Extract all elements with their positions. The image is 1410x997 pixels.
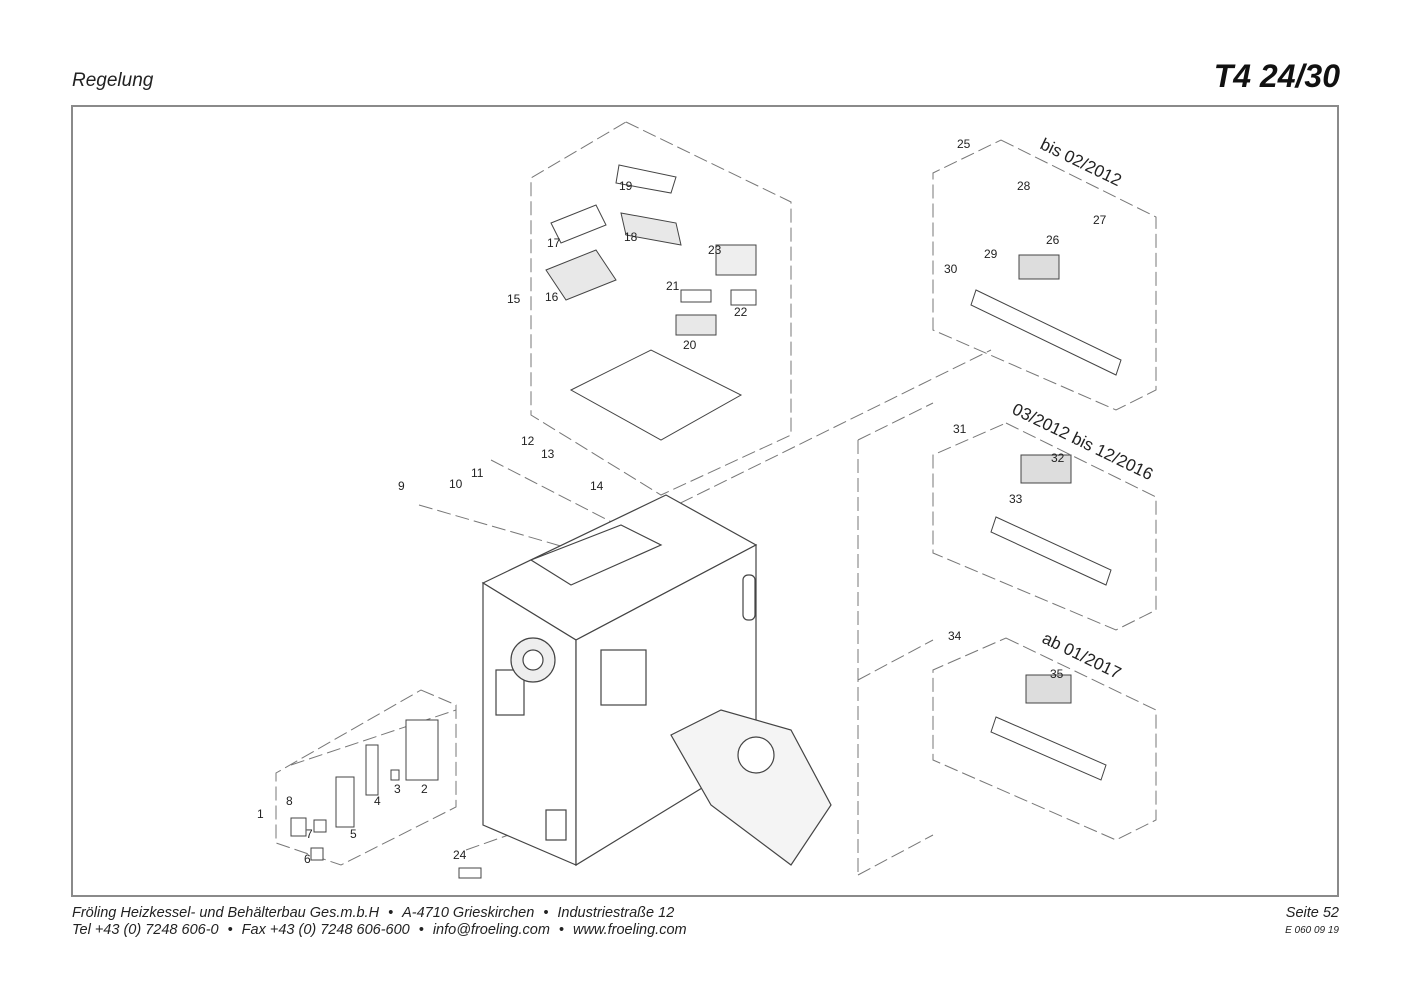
callout-14: 14	[590, 479, 604, 493]
section-title: Regelung	[72, 70, 154, 91]
callout-23: 23	[708, 243, 722, 257]
callout-8: 8	[286, 794, 293, 808]
boiler-lid	[529, 524, 663, 586]
callout-21: 21	[666, 279, 680, 293]
variant-label-25: bis 02/2012	[1037, 135, 1124, 191]
panel-34	[990, 716, 1107, 781]
footer-bullet: •	[388, 905, 394, 921]
handle	[742, 574, 756, 621]
callout-29: 29	[984, 247, 998, 261]
board-16	[545, 249, 617, 301]
part-2	[405, 719, 439, 781]
panel-31	[990, 516, 1112, 586]
callout-9: 9	[398, 479, 405, 493]
callout-10: 10	[449, 477, 463, 491]
callout-3: 3	[394, 782, 401, 796]
footer-tel: Tel +43 (0) 7248 606-0	[72, 922, 219, 938]
display-26	[1018, 254, 1060, 280]
diagram-frame	[71, 105, 1339, 897]
callout-22: 22	[734, 305, 748, 319]
board-19	[615, 164, 677, 194]
callout-5: 5	[350, 827, 357, 841]
callout-4: 4	[374, 794, 381, 808]
callout-35: 35	[1050, 667, 1064, 681]
callout-12: 12	[521, 434, 535, 448]
footer-line-2: Tel +43 (0) 7248 606-0 • Fax +43 (0) 7248 …	[72, 922, 687, 938]
side-panel	[600, 649, 647, 706]
document-code: E 060 09 19	[1285, 925, 1339, 936]
callout-20: 20	[683, 338, 697, 352]
callout-1: 1	[257, 807, 264, 821]
footer-bullet: •	[558, 922, 564, 938]
callout-7: 7	[306, 827, 313, 841]
callout-25: 25	[957, 137, 971, 151]
callout-26: 26	[1046, 233, 1060, 247]
callout-19: 19	[619, 179, 633, 193]
footer-bullet: •	[227, 922, 233, 938]
part-3	[390, 769, 400, 781]
footer-fax: Fax +43 (0) 7248 606-600	[241, 922, 410, 938]
feed-unit	[670, 709, 832, 866]
footer-address: A-4710 Grieskirchen	[402, 905, 535, 921]
main-switch	[545, 809, 567, 841]
footer-bullet: •	[418, 922, 424, 938]
group-outline-31	[932, 422, 1157, 631]
page-number: Seite 52	[1285, 905, 1339, 921]
part-4	[365, 744, 379, 796]
group-outline-15	[530, 121, 792, 496]
footer-company: Fröling Heizkessel- und Behälterbau Ges.…	[72, 905, 380, 921]
callout-31: 31	[953, 422, 967, 436]
module-23	[715, 244, 757, 276]
model-title: T4 24/30	[1213, 58, 1340, 94]
callout-33: 33	[1009, 492, 1023, 506]
board-18	[620, 212, 682, 246]
callout-2: 2	[421, 782, 428, 796]
part-8	[290, 817, 307, 837]
display-35	[1025, 674, 1072, 704]
exploded-parts-diagram: 1 2 3 4 5 6 7 8 9 10 11 12 13 14 15 16 1…	[257, 121, 1157, 879]
part-7	[313, 819, 327, 833]
display-32	[1020, 454, 1072, 484]
footer-street: Industriestraße 12	[557, 905, 675, 921]
footer-line-1: Fröling Heizkessel- und Behälterbau Ges.…	[72, 905, 674, 921]
group-outline-1	[275, 689, 457, 866]
callout-18: 18	[624, 230, 638, 244]
callout-16: 16	[545, 290, 559, 304]
part-21	[680, 289, 712, 303]
callout-6: 6	[304, 852, 311, 866]
callout-27: 27	[1093, 213, 1107, 227]
part-6	[310, 847, 324, 861]
callout-32: 32	[1051, 451, 1065, 465]
footer-web[interactable]: www.froeling.com	[572, 922, 687, 938]
footer-bullet: •	[543, 905, 549, 921]
board-20	[675, 314, 717, 336]
callout-24: 24	[453, 848, 467, 862]
panel-25	[970, 289, 1122, 376]
callout-30: 30	[944, 262, 958, 276]
part-5	[335, 776, 355, 828]
callout-28: 28	[1017, 179, 1031, 193]
callout-11: 11	[471, 466, 484, 480]
callout-34: 34	[948, 629, 962, 643]
group-outline-34	[932, 637, 1157, 841]
callout-15: 15	[507, 292, 521, 306]
control-housing	[569, 349, 743, 441]
footer-email[interactable]: info@froeling.com	[432, 922, 550, 938]
callout-13: 13	[541, 447, 555, 461]
part-22	[730, 289, 757, 306]
group-outline-25	[932, 139, 1157, 411]
callout-17: 17	[547, 236, 561, 250]
cover-17	[550, 204, 607, 244]
part-24	[458, 867, 482, 879]
